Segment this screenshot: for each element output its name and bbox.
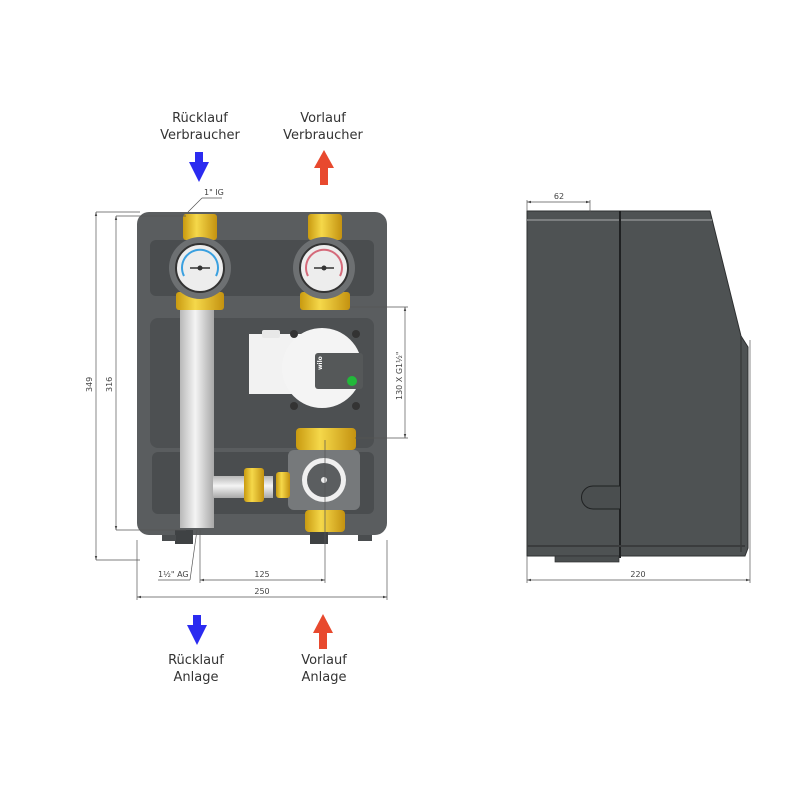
return-thermometer [169,237,231,299]
dim-thread-top: 1" IG [204,188,224,197]
label-line: Anlage [173,670,219,685]
dim-62: 62 [554,192,564,201]
label-line: Verbraucher [283,128,363,143]
label-flow-system: Vorlauf Anlage [264,652,384,686]
flow-arrow-top [314,150,334,185]
label-flow-consumer: Vorlauf Verbraucher [263,110,383,144]
label-return-consumer: Rücklauf Verbraucher [140,110,260,144]
dim-349: 349 [85,377,94,392]
dim-250: 250 [254,587,269,596]
dimension-pump [350,306,408,439]
label-line: Vorlauf [301,653,347,668]
label-line: Rücklauf [172,111,228,126]
return-pipe [180,310,273,528]
label-line: Vorlauf [300,111,346,126]
circulation-pump: wilo [249,328,363,410]
label-line: Rücklauf [168,653,224,668]
return-arrow-top [189,152,209,182]
label-return-system: Rücklauf Anlage [136,652,256,686]
pump-brand: wilo [317,356,324,370]
return-arrow-bottom [187,615,207,645]
label-line: Anlage [301,670,347,685]
dimension-height [94,211,186,561]
flow-thermometer [293,237,355,299]
dimension-width [136,440,388,600]
label-line: Verbraucher [160,128,240,143]
flow-arrow-bottom [313,614,333,649]
cover-side-view [526,210,749,563]
dim-220: 220 [630,570,645,579]
dim-316: 316 [105,377,114,392]
dim-pump-length: 130 X G1½" [395,351,404,400]
dimension-depth [526,200,751,583]
dim-thread-bottom: 1½" AG [158,570,189,579]
dim-125: 125 [254,570,269,579]
